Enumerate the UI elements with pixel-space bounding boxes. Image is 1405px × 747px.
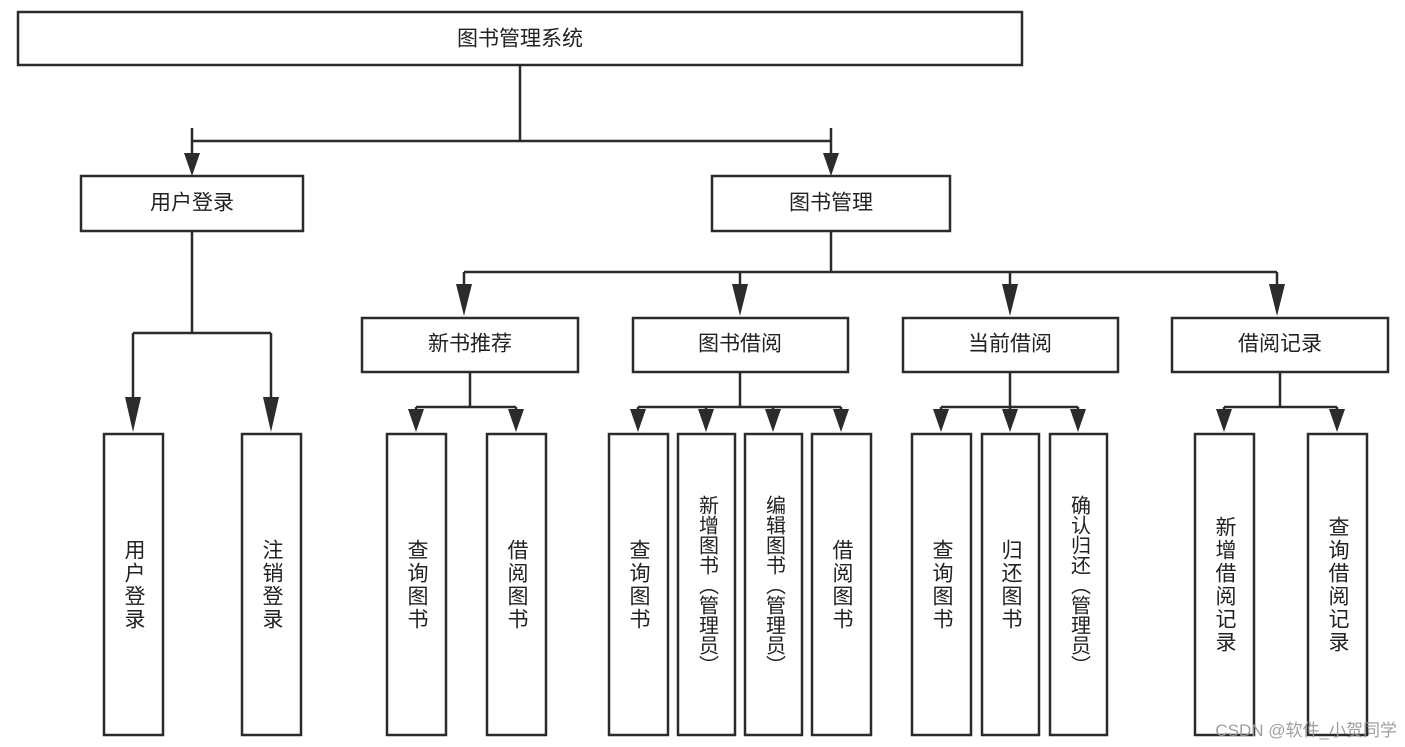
watermark-text: CSDN @软件_小贺同学 [1215,721,1397,740]
node-leaf-query-book-2[interactable] [607,432,670,737]
node-current-borrow-label: 当前借阅 [968,333,1052,356]
connector-layer [125,65,1345,432]
node-book-borrow-label: 图书借阅 [698,333,782,356]
arrowhead-book-mgmt [823,153,839,176]
node-leaf-add-book-admin[interactable] [676,432,737,737]
arrowhead-bookborrow-leaf-2 [698,409,714,432]
node-leaf-edit-book-admin[interactable] [743,432,804,737]
node-leaf-query-book-1[interactable] [385,432,448,737]
node-leaf-add-borrow-record[interactable] [1193,432,1256,737]
node-root-system[interactable]: 图书管理系统 [16,10,1024,67]
arrowhead-borrowrecord-leaf-2 [1329,409,1345,432]
node-book-borrow[interactable]: 图书借阅 [631,316,850,374]
node-root-system-label: 图书管理系统 [457,28,583,51]
node-borrow-record-label: 借阅记录 [1238,333,1322,356]
node-borrow-record[interactable]: 借阅记录 [1170,316,1390,374]
node-leaf-borrow-book-1[interactable] [485,432,548,737]
node-leaf-query-book-3[interactable] [910,432,973,737]
node-new-book-recommend-label: 新书推荐 [428,333,512,356]
arrowhead-bookborrow-leaf-4 [833,409,849,432]
arrowhead-bookborrow-leaf-1 [630,409,646,432]
node-leaf-query-borrow-record[interactable] [1306,432,1369,737]
node-new-book-recommend[interactable]: 新书推荐 [360,316,580,374]
arrowhead-leaf-user-login [125,397,141,432]
arrowhead-borrow-record [1269,284,1285,316]
node-user-login[interactable]: 用户登录 [79,174,305,233]
node-leaf-user-login[interactable] [102,432,165,737]
node-leaf-borrow-book-2[interactable] [810,432,873,737]
arrowhead-current-borrow [1002,284,1018,316]
arrowhead-currentborrow-leaf-1 [933,409,949,432]
node-leaf-return-book[interactable] [980,432,1041,737]
node-leaf-confirm-return-admin[interactable] [1048,432,1109,737]
arrowhead-currentborrow-leaf-2 [1002,409,1018,432]
arrowhead-leaf-logout [263,397,279,432]
node-book-management[interactable]: 图书管理 [710,174,952,233]
node-leaf-logout[interactable] [240,432,303,737]
node-book-management-label: 图书管理 [789,192,873,215]
node-current-borrow[interactable]: 当前借阅 [901,316,1120,374]
arrowhead-book-borrow [732,284,748,316]
arrowhead-newbook-leaf-2 [508,409,524,432]
arrowhead-new-book-recommend [456,284,472,316]
node-layer: 图书管理系统 用户登录 图书管理 新书推荐 图书借阅 当前 [16,10,1390,737]
arrowhead-currentborrow-leaf-3 [1070,409,1086,432]
arrowhead-user-login [184,153,200,176]
node-user-login-label: 用户登录 [150,192,234,215]
arrowhead-borrowrecord-leaf-1 [1216,409,1232,432]
arrowhead-newbook-leaf-1 [408,409,424,432]
arrowhead-bookborrow-leaf-3 [765,409,781,432]
